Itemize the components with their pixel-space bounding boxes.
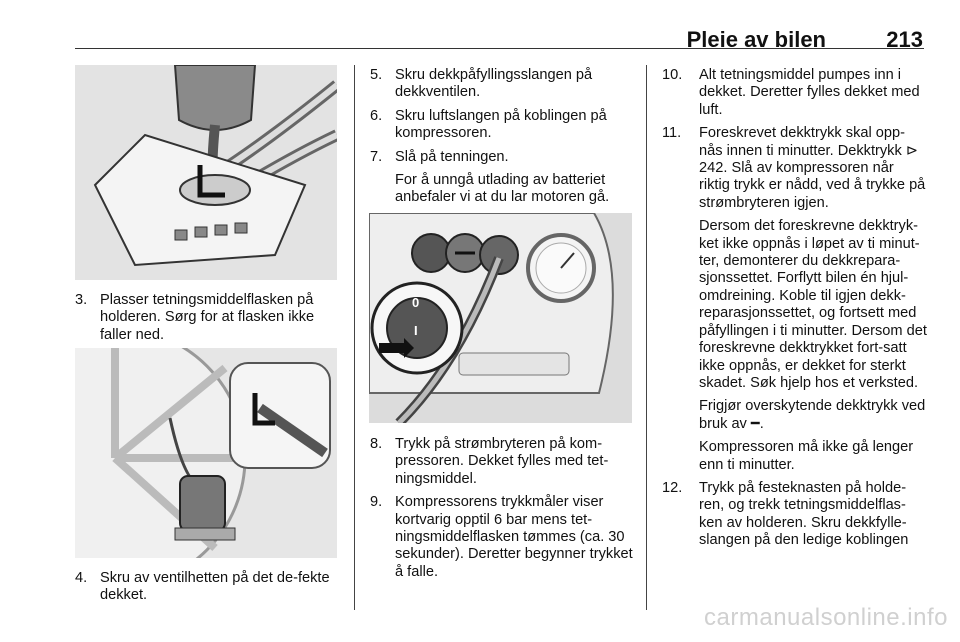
- column-1-text-lower: 4. Skru av ventilhetten på det de-fekte …: [75, 570, 345, 611]
- step-8: 8. Trykk på strømbryteren på kom-pressor…: [370, 436, 638, 488]
- column-divider-2: [646, 65, 647, 610]
- step-number: 7.: [370, 148, 383, 165]
- step-11-note-3: Kompressoren må ikke gå lenger enn ti mi…: [699, 439, 914, 473]
- step-4: 4. Skru av ventilhetten på det de-fekte …: [75, 570, 345, 605]
- step-number: 10.: [662, 67, 683, 83]
- step-11: 11. Foreskrevet dekktrykk skal opp-nås i…: [662, 125, 927, 212]
- step-number: 12.: [662, 479, 683, 496]
- step-9: 9. Kompressorens trykkmåler viser kortva…: [370, 494, 638, 581]
- step-text: Skru luftslangen på koblingen på kompres…: [395, 107, 607, 142]
- step-7: 7. Slå på tenningen.: [370, 149, 638, 166]
- switch-label-on: I: [414, 323, 418, 338]
- page-header-title: Pleie av bilen: [686, 27, 826, 52]
- step-text: Kompressorens trykkmåler viser kortvarig…: [395, 494, 633, 580]
- figure-compressor-valve: [75, 348, 337, 558]
- step-3: 3. Plasser tetningsmiddelflasken på hold…: [75, 292, 345, 344]
- step-5: 5. Skru dekkpåfyllingsslangen på dekkven…: [370, 67, 638, 102]
- step-text: Trykk på strømbryteren på kom-pressoren.…: [395, 436, 609, 487]
- figure-sealant-holder: [75, 65, 337, 280]
- column-3-text: 10. Alt tetningsmiddel pumpes inn i dekk…: [662, 67, 927, 556]
- step-text: Plasser tetningsmiddelflasken på holdere…: [100, 292, 315, 343]
- step-text: Foreskrevet dekktrykk skal opp-nås innen…: [699, 125, 926, 211]
- step-12: 12. Trykk på festeknasten på holde-ren, …: [662, 480, 927, 550]
- step-text: Alt tetningsmiddel pumpes inn i dekket. …: [699, 67, 920, 118]
- watermark: carmanualsonline.info: [704, 604, 948, 631]
- step-number: 6.: [370, 107, 383, 124]
- step-11-note-1: Dersom det foreskrevne dekktryk-ket ikke…: [699, 218, 927, 391]
- step-6: 6. Skru luftslangen på koblingen på komp…: [370, 108, 638, 143]
- compressor-switch-illustration: [369, 213, 632, 423]
- column-1-text: 3. Plasser tetningsmiddelflasken på hold…: [75, 292, 345, 350]
- step-number: 3.: [75, 292, 88, 308]
- step-number: 5.: [370, 67, 383, 83]
- sealant-holder-illustration: [75, 65, 337, 280]
- step-number: 8.: [370, 436, 383, 452]
- step-text: Slå på tenningen.: [395, 148, 509, 165]
- page-number: 213: [886, 27, 923, 52]
- step-number: 11.: [662, 125, 682, 142]
- figure-compressor-switch: 0 I: [369, 213, 632, 423]
- column-2-text: 5. Skru dekkpåfyllingsslangen på dekkven…: [370, 67, 638, 213]
- step-11-note-2: Frigjør overskytende dekktrykk ved bruk …: [699, 398, 926, 432]
- step-10: 10. Alt tetningsmiddel pumpes inn i dekk…: [662, 67, 927, 119]
- step-number: 4.: [75, 570, 88, 586]
- step-7-note: For å unngå utlading av batteriet anbefa…: [395, 172, 610, 206]
- column-2-text-lower: 8. Trykk på strømbryteren på kom-pressor…: [370, 436, 638, 587]
- step-number: 9.: [370, 494, 383, 511]
- step-text: Trykk på festeknasten på holde-ren, og t…: [699, 479, 909, 549]
- step-text: Skru dekkpåfyllingsslangen på dekkventil…: [395, 67, 593, 101]
- compressor-valve-illustration: [75, 348, 337, 558]
- header-rule: [75, 48, 924, 49]
- switch-label-off: 0: [412, 295, 420, 310]
- step-text: Skru av ventilhetten på det de-fekte dek…: [100, 570, 330, 604]
- column-divider-1: [354, 65, 355, 610]
